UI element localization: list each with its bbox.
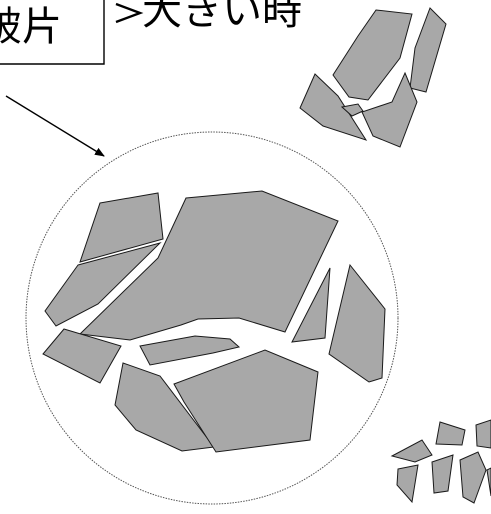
fragment <box>475 419 491 449</box>
fragment-cluster-bottom-right <box>390 419 491 504</box>
fragment <box>340 103 364 117</box>
fragment <box>114 362 215 452</box>
fragment <box>44 242 162 327</box>
inner-fragments <box>42 190 386 453</box>
leader-arrow <box>5 95 105 157</box>
fragment <box>396 464 419 504</box>
fragment <box>173 349 319 453</box>
fragment <box>42 328 122 384</box>
label-group: 破片 大きい時 <box>0 0 302 65</box>
fragment-cluster-top-right <box>299 7 447 148</box>
fragment <box>79 192 164 263</box>
fragment <box>435 421 466 446</box>
enclosing-circle <box>25 131 399 505</box>
fragment <box>291 267 331 343</box>
fragment <box>299 73 368 141</box>
fragment <box>390 439 433 463</box>
fragment <box>332 9 413 101</box>
fragment <box>328 263 386 383</box>
fragment <box>361 71 418 148</box>
label-boxed-text: 破片 <box>0 4 62 50</box>
fragment <box>139 335 241 366</box>
fragment <box>409 7 447 93</box>
label-box <box>0 0 105 65</box>
label-trailing-text: 大きい時 <box>142 0 302 34</box>
fragment <box>431 454 454 494</box>
fragment <box>486 467 491 497</box>
fragment <box>459 451 487 504</box>
fragment <box>78 190 339 341</box>
chevron-pointer <box>115 2 144 24</box>
